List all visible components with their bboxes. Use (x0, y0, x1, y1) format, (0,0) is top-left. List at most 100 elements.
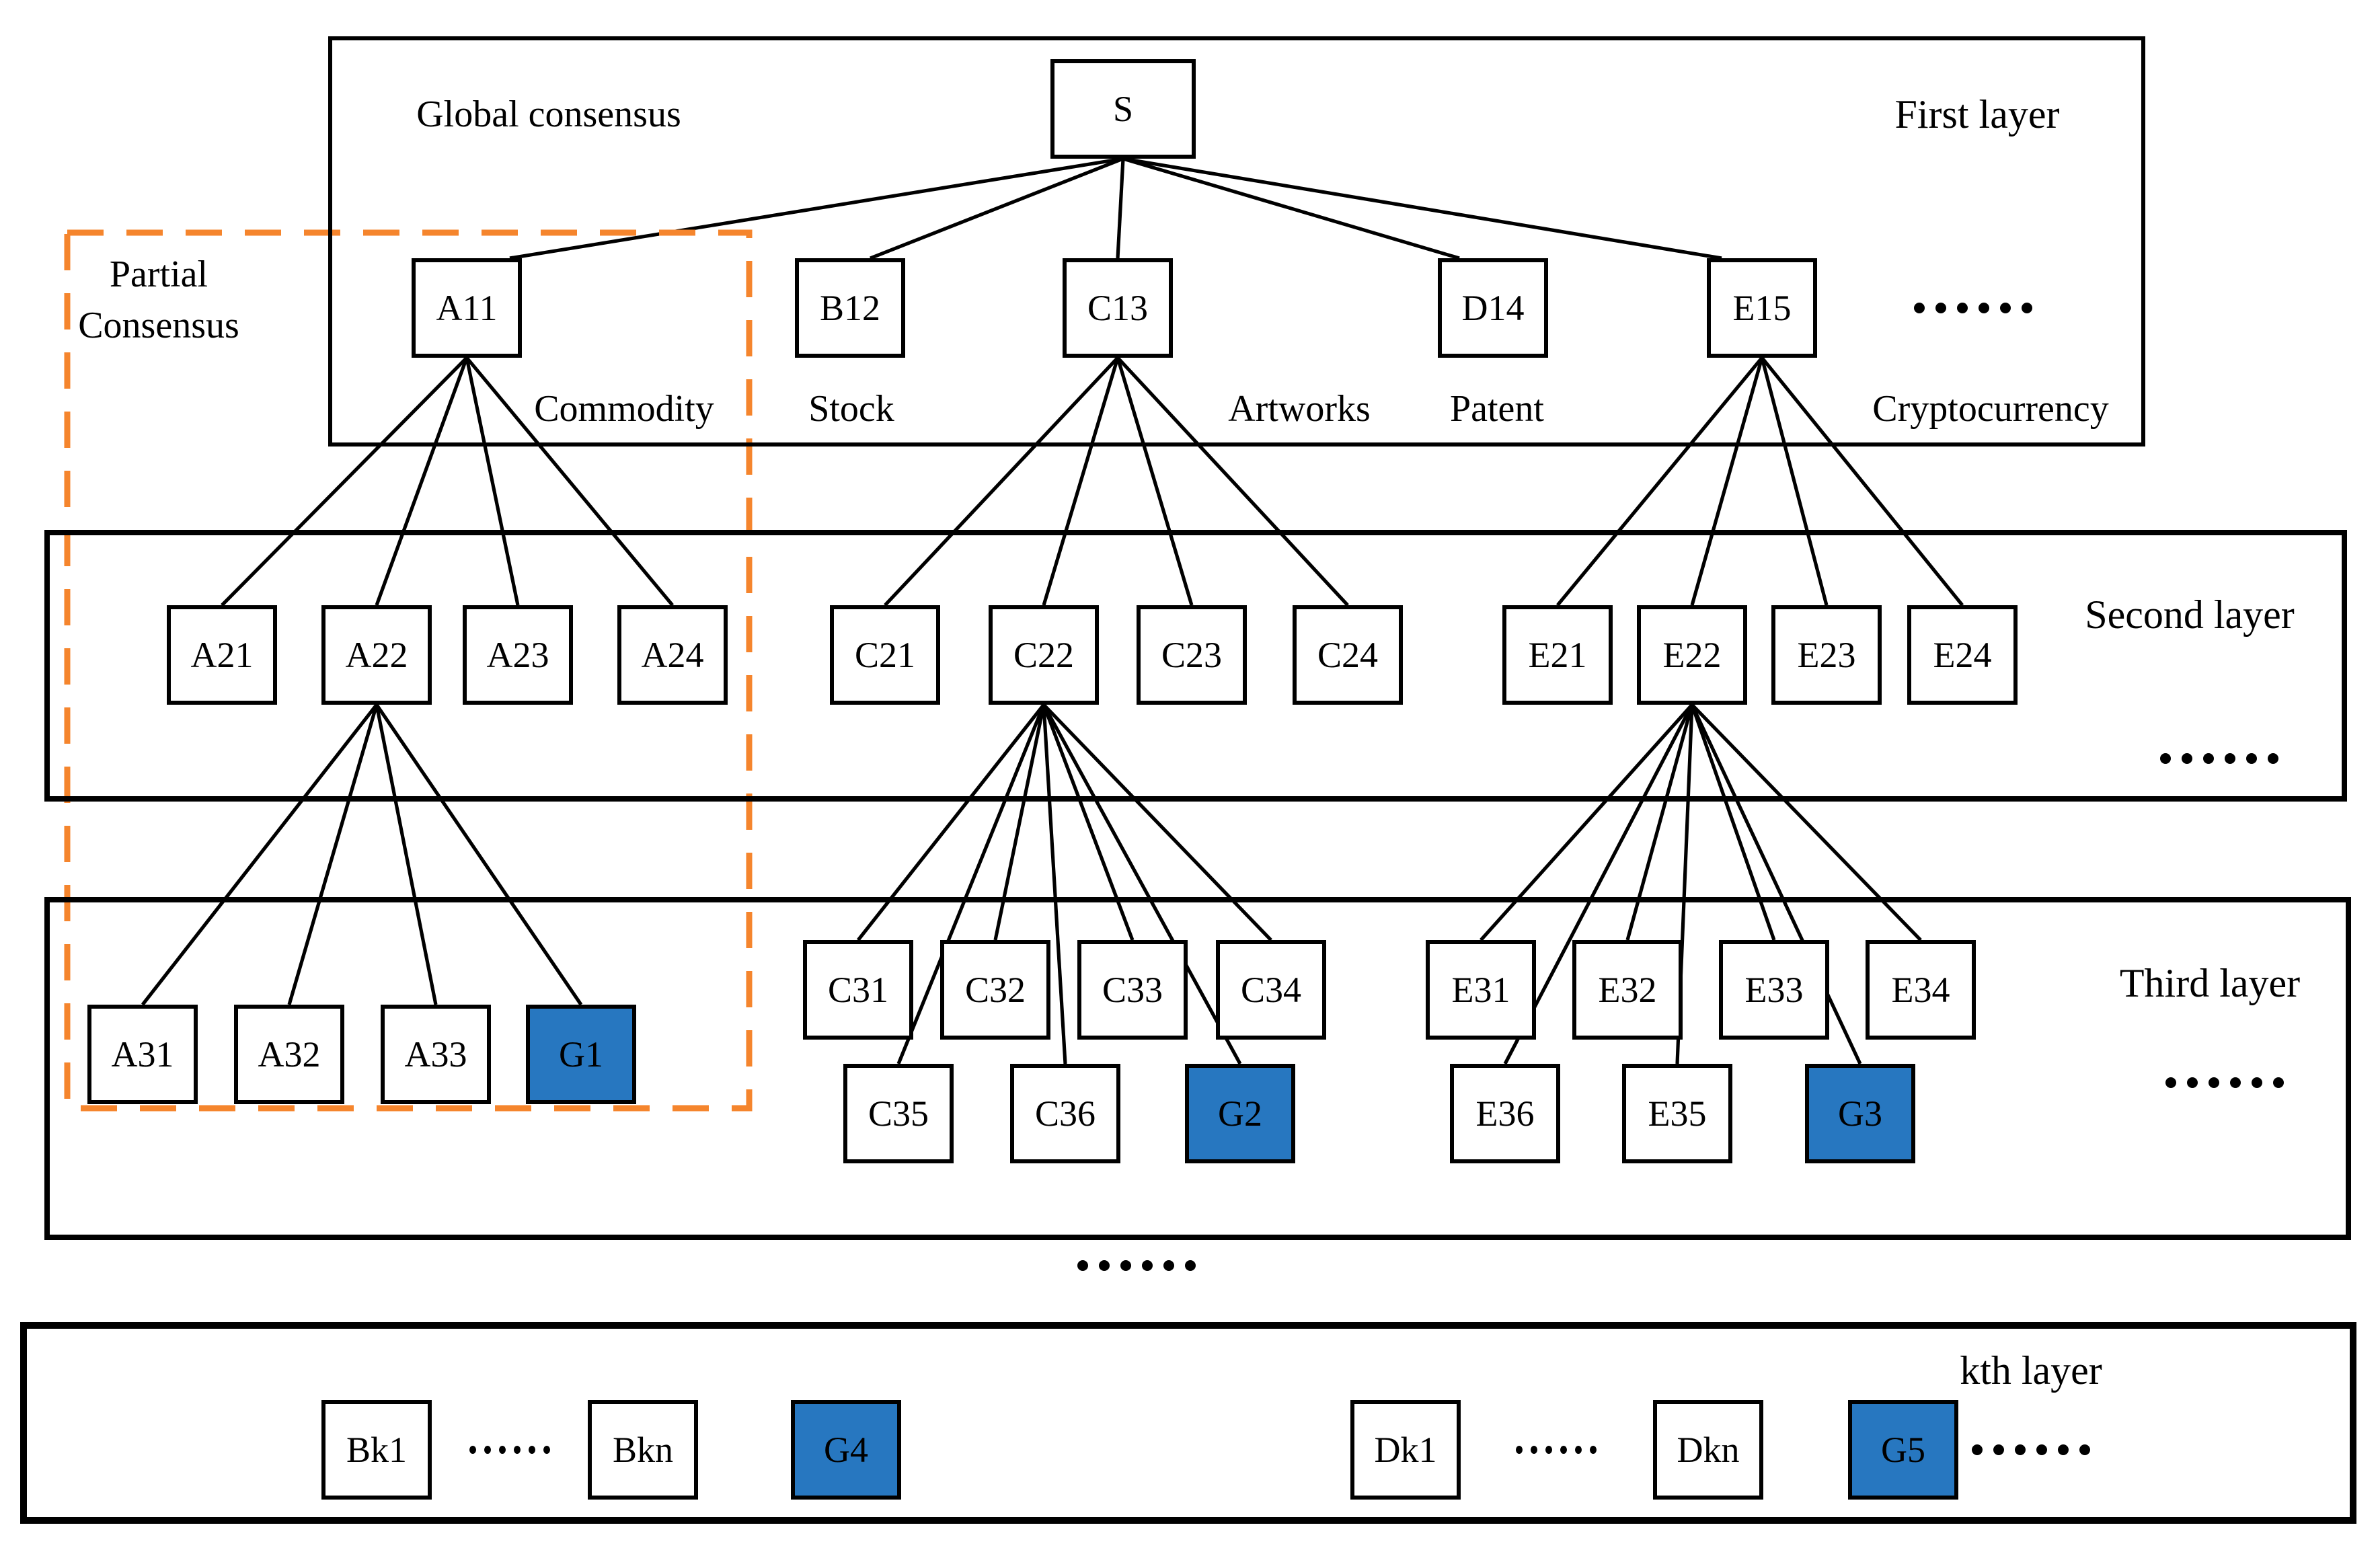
second-layer-label: Second layer (2085, 593, 2295, 637)
node-C21: C21 (830, 605, 940, 705)
node-C35: C35 (843, 1064, 954, 1163)
edge-S-D14 (1122, 157, 1460, 260)
edge-A22-A31 (141, 703, 379, 1006)
ellipsis-dk-more (1512, 1446, 1601, 1454)
edge-C22-C35 (896, 704, 1046, 1064)
dot (1142, 1260, 1153, 1271)
dot (1099, 1260, 1110, 1271)
dot (1957, 303, 1968, 313)
dot (1163, 1260, 1174, 1271)
edge-S-E15 (1122, 157, 1722, 260)
dot (499, 1446, 506, 1454)
node-G3: G3 (1805, 1064, 1915, 1163)
kth-layer-label: kth layer (1960, 1349, 2102, 1393)
edge-A22-A33 (375, 704, 438, 1005)
node-D14: D14 (1438, 258, 1548, 358)
global-consensus-label: Global consensus (416, 94, 681, 136)
node-C13: C13 (1063, 258, 1173, 358)
second-layer-frame (44, 530, 2347, 802)
node-B12: B12 (795, 258, 905, 358)
edge-C13-C24 (1116, 356, 1349, 607)
dot (2209, 1077, 2219, 1088)
dot (1560, 1446, 1567, 1454)
category-label-cryptocurrency: Cryptocurrency (1872, 389, 2109, 430)
kth-layer-frame (20, 1322, 2356, 1524)
dot (1185, 1260, 1196, 1271)
ellipsis-second-more (2155, 753, 2284, 764)
node-E33: E33 (1719, 940, 1829, 1040)
dot (484, 1446, 491, 1454)
node-A22: A22 (321, 605, 432, 705)
edge-E15-E22 (1690, 357, 1764, 606)
dot (1935, 303, 1946, 313)
node-E36: E36 (1450, 1064, 1560, 1163)
node-C23: C23 (1137, 605, 1247, 705)
edge-C22-C36 (1042, 704, 1067, 1064)
edge-A11-A22 (375, 357, 469, 606)
dot (1914, 303, 1925, 313)
node-C36: C36 (1010, 1064, 1120, 1163)
third-layer-label: Third layer (2119, 962, 2301, 1006)
node-Dkn: Dkn (1653, 1400, 1763, 1500)
dot (1972, 1444, 1983, 1455)
dot (2225, 753, 2235, 764)
node-C22: C22 (989, 605, 1099, 705)
edge-A11-A23 (465, 357, 520, 606)
first-layer-frame (328, 36, 2145, 447)
edge-C13-C21 (884, 356, 1119, 607)
dot (2015, 1444, 2026, 1455)
dot (469, 1446, 476, 1454)
edge-E15-E24 (1760, 356, 1964, 607)
dot (2160, 753, 2171, 764)
dot (2058, 1444, 2069, 1455)
node-S: S (1050, 59, 1196, 159)
node-A33: A33 (381, 1005, 491, 1104)
dot (1590, 1446, 1597, 1454)
node-C24: C24 (1293, 605, 1403, 705)
node-C33: C33 (1077, 940, 1188, 1040)
node-E31: E31 (1426, 940, 1536, 1040)
dot (2165, 1077, 2176, 1088)
category-label-commodity: Commodity (534, 389, 714, 430)
edge-C13-C22 (1042, 357, 1120, 606)
node-G2: G2 (1185, 1064, 1295, 1163)
edge-A22-G1 (375, 703, 583, 1006)
node-A11: A11 (412, 258, 522, 358)
node-E22: E22 (1637, 605, 1747, 705)
node-Bkn: Bkn (588, 1400, 698, 1500)
node-A23: A23 (463, 605, 573, 705)
edge-E15-E23 (1760, 357, 1829, 606)
edge-S-C13 (1116, 158, 1125, 259)
dot (1575, 1446, 1582, 1454)
category-label-stock: Stock (808, 389, 894, 430)
dot (2273, 1077, 2284, 1088)
node-G4: G4 (791, 1400, 901, 1500)
ellipsis-kth-more (1966, 1444, 2096, 1455)
dot (1120, 1260, 1131, 1271)
dot (514, 1446, 521, 1454)
dot (2036, 1444, 2047, 1455)
dot (1516, 1446, 1523, 1454)
node-A32: A32 (234, 1005, 344, 1104)
node-E15: E15 (1707, 258, 1817, 358)
dot (2246, 753, 2257, 764)
ellipsis-between-more (1072, 1260, 1201, 1271)
node-G5: G5 (1848, 1400, 1958, 1500)
node-A31: A31 (87, 1005, 198, 1104)
partial-consensus-label-line2: Consensus (78, 305, 239, 347)
node-G1: G1 (526, 1005, 636, 1104)
ellipsis-bk-more (465, 1446, 554, 1454)
dot (2079, 1444, 2090, 1455)
node-E23: E23 (1771, 605, 1882, 705)
edge-E15-E21 (1556, 356, 1764, 607)
node-E32: E32 (1572, 940, 1683, 1040)
dot (2252, 1077, 2262, 1088)
edge-A11-A24 (465, 356, 674, 607)
edge-C13-C23 (1116, 357, 1194, 606)
node-E24: E24 (1907, 605, 2018, 705)
node-C31: C31 (803, 940, 913, 1040)
edge-A11-A21 (221, 356, 468, 607)
first-layer-label: First layer (1894, 93, 2060, 137)
dot (2182, 753, 2192, 764)
ellipsis-first-more (1909, 303, 2038, 313)
